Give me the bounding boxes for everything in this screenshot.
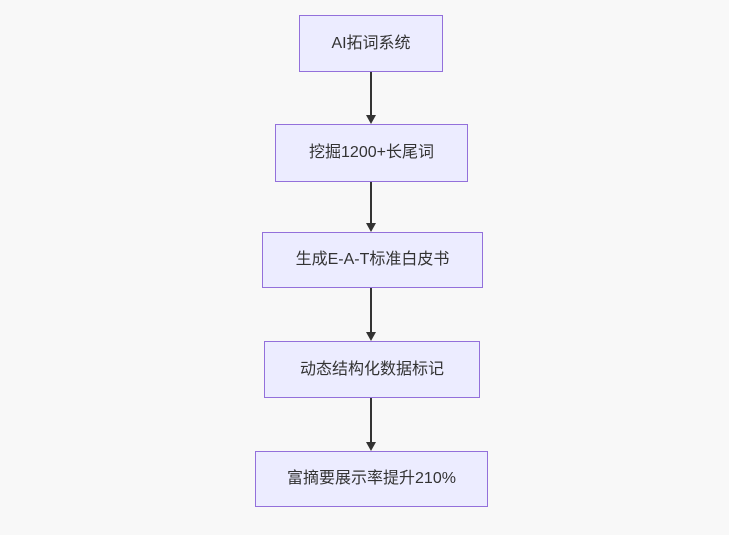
down-arrow-connector (366, 182, 376, 232)
arrowhead-icon (366, 442, 376, 451)
flow-node-eat-whitepaper: 生成E-A-T标准白皮书 (262, 232, 483, 288)
arrowhead-icon (366, 115, 376, 124)
arrow-shaft (370, 182, 372, 225)
down-arrow-connector (366, 72, 376, 124)
arrowhead-icon (366, 332, 376, 341)
down-arrow-connector (366, 288, 376, 341)
flow-node-label: 挖掘1200+长尾词 (309, 144, 434, 162)
flow-node-rich-snippet-result: 富摘要展示率提升210% (255, 451, 488, 507)
flow-node-ai-keyword-system: AI拓词系统 (299, 15, 443, 72)
flow-node-structured-data-markup: 动态结构化数据标记 (264, 341, 480, 398)
arrow-shaft (370, 398, 372, 444)
flow-node-label: AI拓词系统 (331, 34, 411, 52)
arrowhead-icon (366, 223, 376, 232)
arrow-shaft (370, 288, 372, 334)
arrow-shaft (370, 72, 372, 117)
flow-node-longtail-mining: 挖掘1200+长尾词 (275, 124, 468, 182)
flow-node-label: 富摘要展示率提升210% (287, 470, 456, 488)
down-arrow-connector (366, 398, 376, 451)
flow-node-label: 动态结构化数据标记 (299, 360, 444, 378)
flow-node-label: 生成E-A-T标准白皮书 (295, 251, 450, 269)
